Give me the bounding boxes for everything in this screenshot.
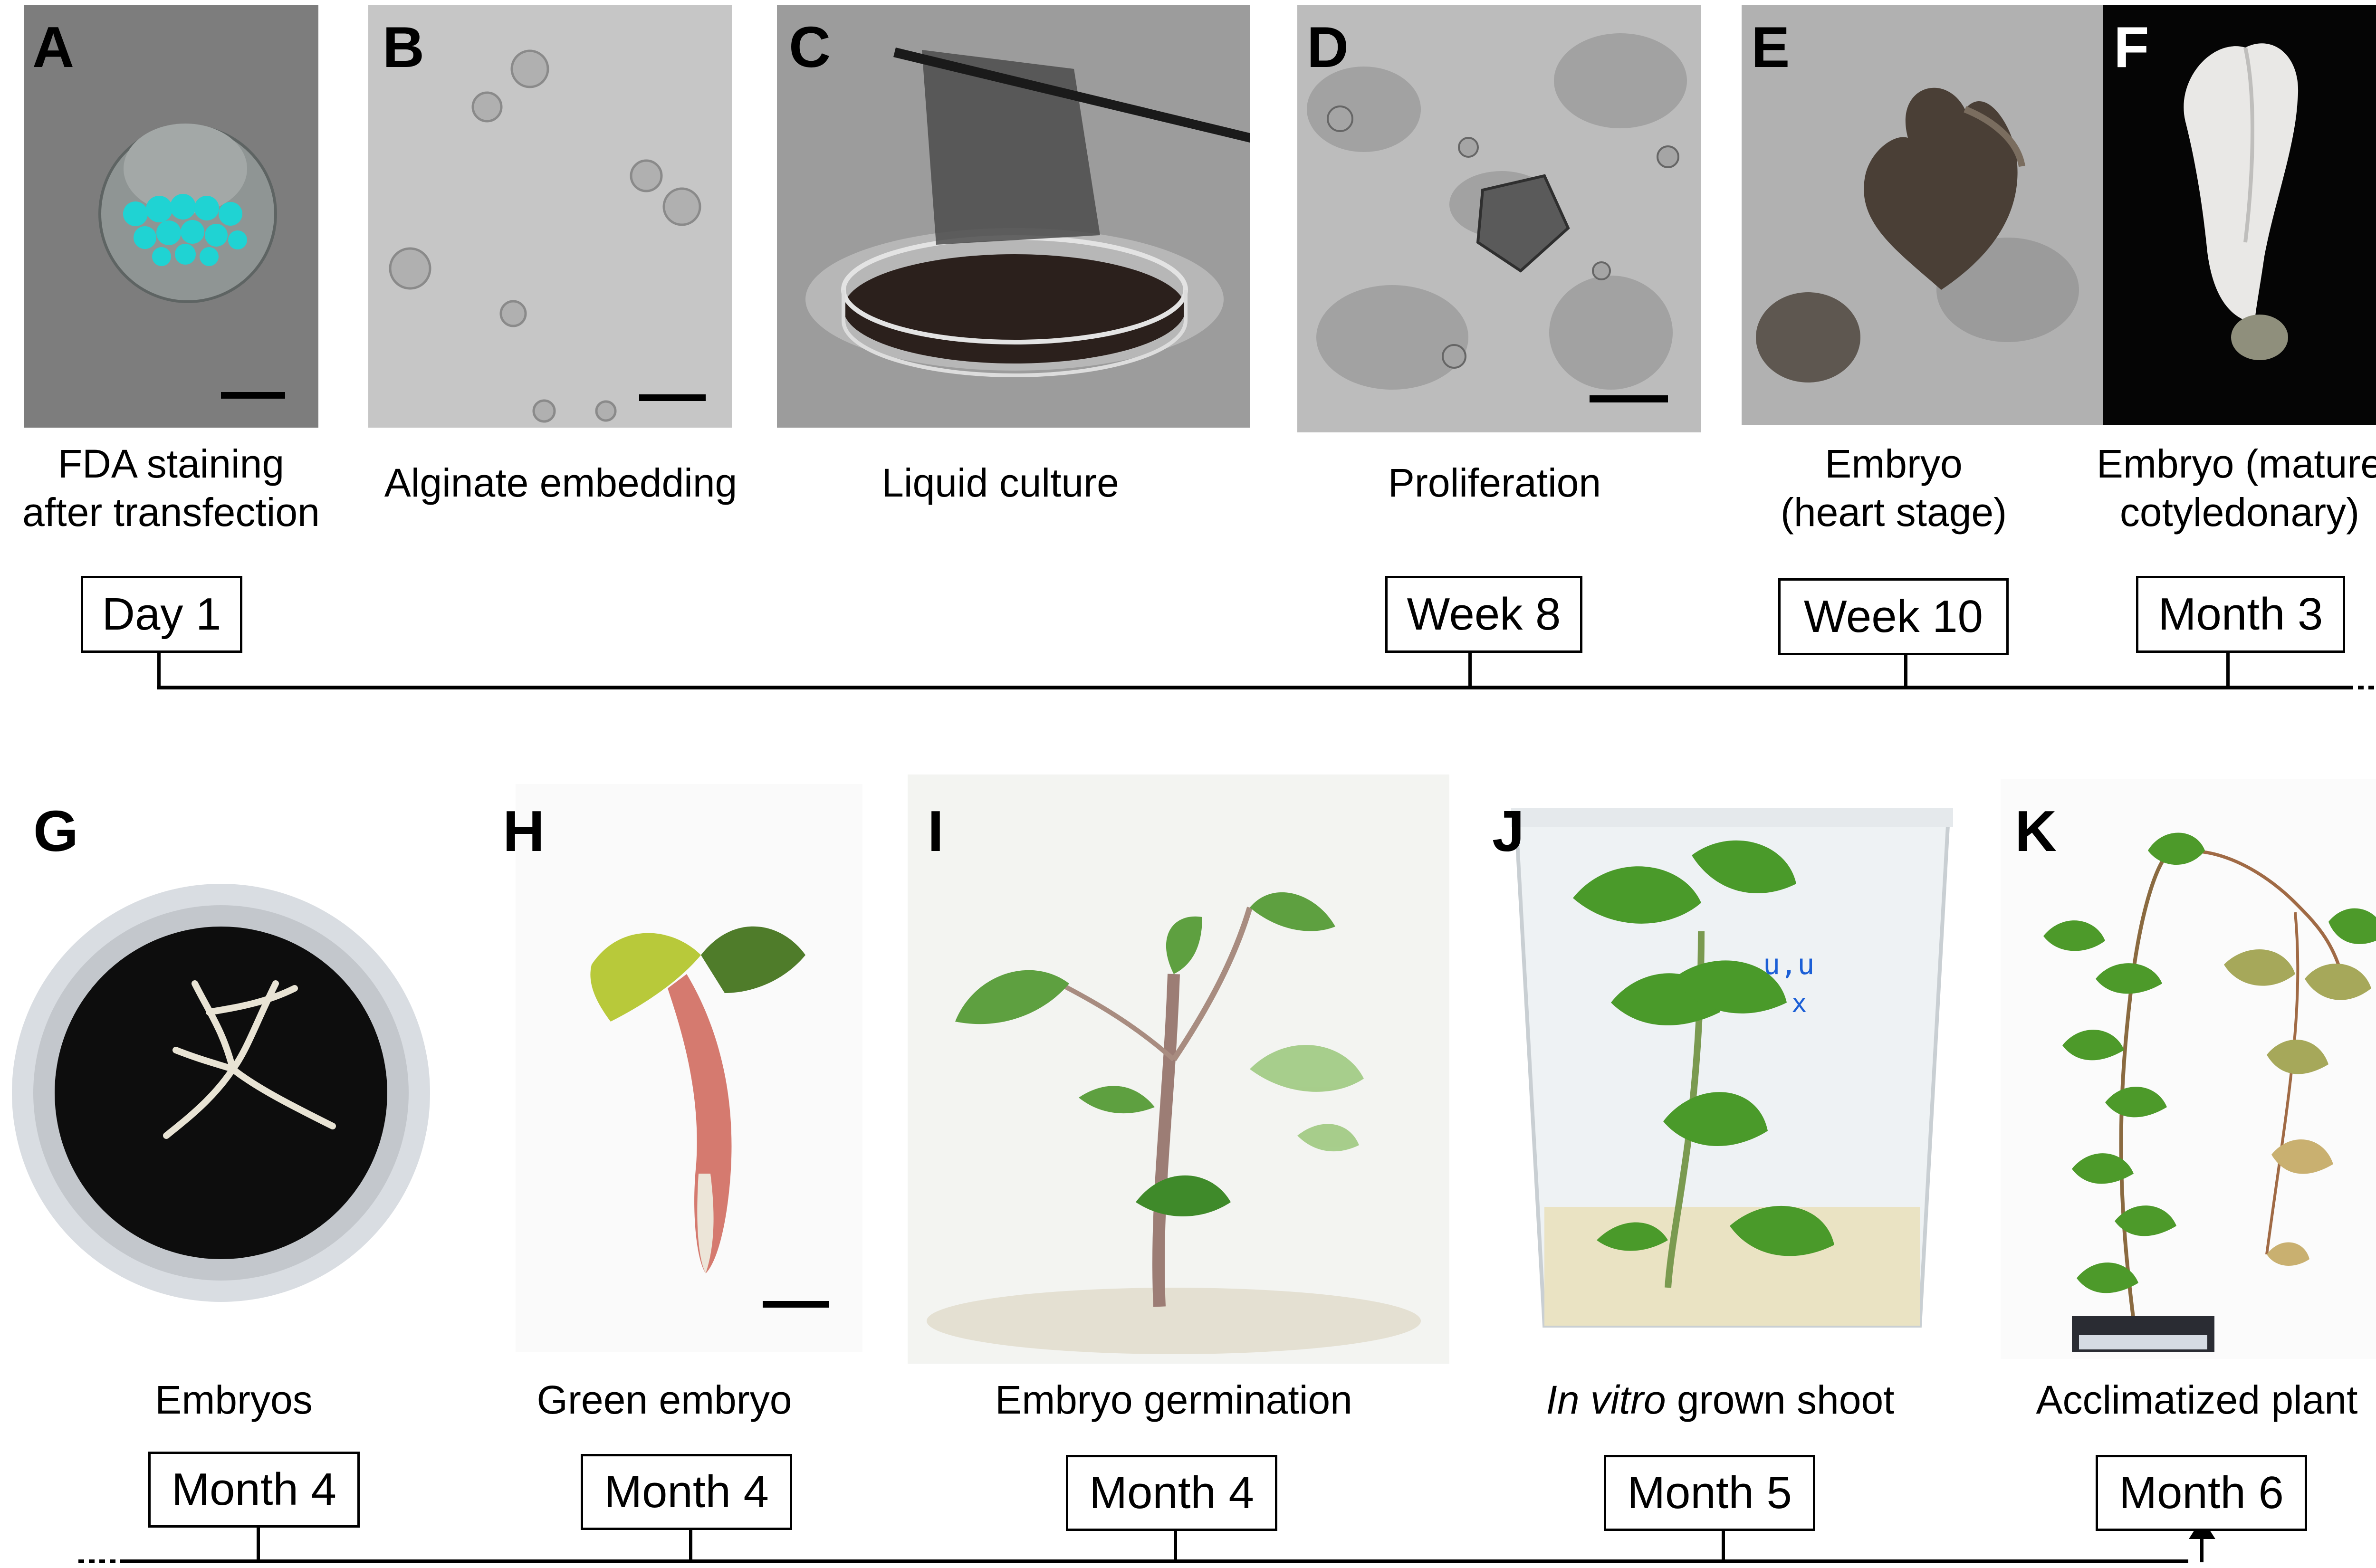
caption-c: Liquid culture bbox=[881, 459, 1119, 507]
timeline-tick bbox=[1904, 653, 1907, 689]
caption-g: Embryos bbox=[155, 1377, 313, 1422]
caption-d: Proliferation bbox=[1388, 459, 1601, 507]
caption-line: Embryo (mature bbox=[2096, 441, 2376, 486]
timeline-tick bbox=[157, 651, 161, 689]
caption-h: Green embryo bbox=[537, 1377, 792, 1422]
panel-a-image bbox=[24, 5, 318, 428]
timeline-tick bbox=[1174, 1525, 1177, 1562]
timeline-label: Month 4 bbox=[148, 1452, 360, 1528]
panel-d-image bbox=[1297, 5, 1701, 432]
timeline-tick bbox=[1468, 651, 1472, 689]
scale-bar bbox=[221, 392, 285, 399]
caption-e: Embryo (heart stage) bbox=[1781, 440, 2007, 537]
timeline-label: Month 3 bbox=[2136, 576, 2345, 653]
caption-line: Proliferation bbox=[1388, 460, 1601, 505]
panel-h-image bbox=[516, 784, 862, 1352]
timeline-label: Month 5 bbox=[1604, 1455, 1815, 1531]
panel-f-image bbox=[2103, 5, 2376, 425]
svg-text:u,u: u,u bbox=[1763, 948, 1814, 981]
timeline-label: Week 8 bbox=[1385, 576, 1582, 653]
caption-line: Alginate embedding bbox=[384, 460, 738, 505]
panel-j-image: u,u x bbox=[1502, 789, 1953, 1357]
panel-k-image bbox=[2001, 779, 2376, 1359]
caption-a: FDA staining after transfection bbox=[22, 440, 320, 537]
timeline-bottom-continuation bbox=[78, 1559, 121, 1563]
panel-i-image bbox=[908, 774, 1449, 1364]
timeline-label: Day 1 bbox=[81, 576, 242, 653]
panel-c-image bbox=[777, 5, 1250, 428]
panel-letter: H bbox=[503, 799, 545, 863]
caption-i: Embryo germination bbox=[995, 1377, 1352, 1422]
timeline-bottom-axis bbox=[121, 1559, 2188, 1563]
caption-b: Alginate embedding bbox=[384, 459, 738, 507]
timeline-top-continuation bbox=[2347, 686, 2376, 689]
panel-letter: J bbox=[1492, 799, 1524, 863]
timeline-label: Month 6 bbox=[2096, 1455, 2307, 1531]
scale-bar bbox=[639, 394, 706, 401]
timeline-label: Week 10 bbox=[1778, 578, 2009, 655]
caption-f: Embryo (mature cotyledonary) bbox=[2097, 440, 2376, 537]
caption-line: after transfection bbox=[22, 490, 320, 535]
panel-letter: K bbox=[2015, 799, 2057, 863]
caption-j: In vitro grown shoot bbox=[1546, 1376, 1894, 1424]
timeline-tick bbox=[1722, 1525, 1725, 1562]
panel-letter: G bbox=[33, 799, 78, 863]
scale-bar bbox=[1590, 395, 1668, 402]
scale-bar bbox=[763, 1301, 829, 1308]
panel-letter: A bbox=[32, 15, 75, 79]
panel-letter: B bbox=[383, 15, 425, 79]
panel-letter: C bbox=[789, 15, 831, 79]
timeline-label: Month 4 bbox=[581, 1454, 792, 1530]
svg-text:x: x bbox=[1792, 988, 1807, 1018]
caption-italic: In vitro bbox=[1546, 1377, 1666, 1422]
caption-line: cotyledonary) bbox=[2119, 490, 2360, 535]
panel-e-image bbox=[1742, 5, 2129, 425]
panel-b-image bbox=[368, 5, 732, 428]
panel-letter: D bbox=[1307, 15, 1349, 79]
panel-g-image bbox=[10, 784, 444, 1345]
caption-line: (heart stage) bbox=[1780, 490, 2007, 535]
timeline-tick bbox=[2226, 651, 2230, 689]
caption-line: Embryo bbox=[1825, 441, 1963, 486]
timeline-tick bbox=[2200, 1532, 2204, 1562]
timeline-tick bbox=[257, 1525, 260, 1562]
caption-line: Liquid culture bbox=[881, 460, 1119, 505]
caption-rest: grown shoot bbox=[1666, 1377, 1895, 1422]
caption-k: Acclimatized plant bbox=[2036, 1377, 2358, 1422]
timeline-top-axis bbox=[157, 686, 2347, 689]
caption-line: FDA staining bbox=[57, 441, 285, 486]
panel-letter: E bbox=[1751, 15, 1790, 79]
panel-letter: F bbox=[2114, 15, 2149, 79]
panel-letter: I bbox=[928, 799, 944, 863]
timeline-tick bbox=[689, 1525, 692, 1562]
timeline-label: Month 4 bbox=[1066, 1455, 1277, 1531]
